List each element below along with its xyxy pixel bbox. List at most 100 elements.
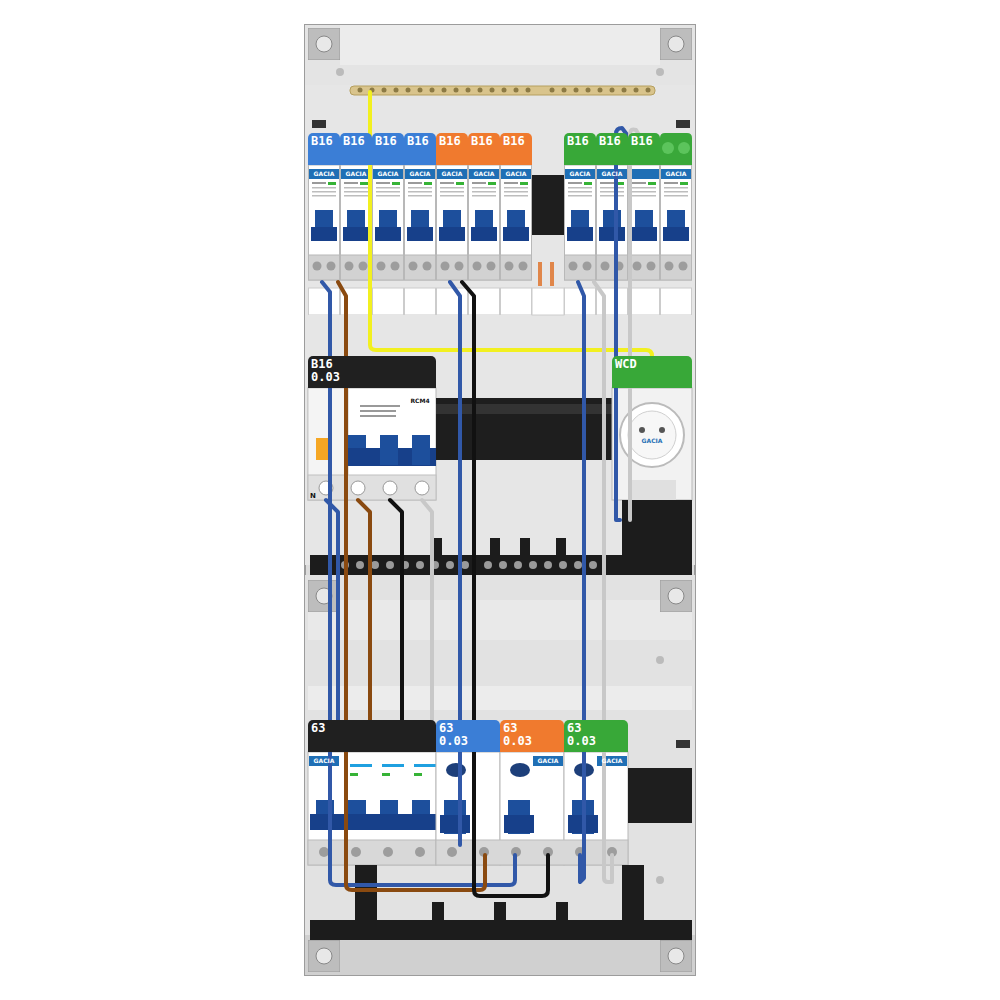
rcbo-module [308, 475, 436, 500]
rcbo-module [308, 388, 436, 500]
breaker-rating-tab: B16 [468, 133, 500, 165]
rcbo-module [360, 405, 400, 407]
enclosure [305, 85, 695, 565]
enclosure [656, 656, 664, 664]
busbar [514, 88, 519, 93]
rcbo-module [308, 388, 436, 500]
brand-name: GACIA [314, 171, 335, 177]
neutral-bar [386, 561, 394, 569]
neutral-bar [341, 561, 597, 569]
bottom-modules [415, 847, 425, 857]
enclosure [305, 575, 695, 975]
brand-name: GACIA [506, 171, 527, 177]
top-breakers [629, 165, 660, 315]
wires [594, 282, 612, 882]
enclosure [305, 25, 695, 85]
breaker-rating-tab: B16 [436, 133, 468, 165]
bottom-modules [319, 847, 329, 857]
breaker-rating-tab: B16 [628, 133, 660, 165]
bottom-modules [350, 764, 372, 767]
rating-text: B16 [311, 358, 433, 371]
brand-name: GACIA [538, 758, 559, 764]
wires [326, 500, 338, 730]
bottom-modules [383, 847, 393, 857]
enclosure [305, 25, 695, 975]
bottom-cover [308, 686, 692, 710]
rating-text: 63 [311, 722, 433, 735]
top-breakers [678, 142, 690, 154]
rating-text: 63 [503, 722, 561, 735]
busbar [562, 88, 567, 93]
model-name: RCM4 [410, 398, 429, 404]
enclosure [660, 28, 692, 60]
enclosure [308, 940, 340, 972]
busbar [382, 88, 387, 93]
rating-text: 63 [567, 722, 625, 735]
brand-name: GACIA [642, 438, 663, 444]
rating-text: B16 [631, 135, 657, 148]
busbar [358, 88, 651, 93]
neutral-bar [499, 561, 507, 569]
rating-text: B16 [311, 135, 337, 148]
wires [462, 282, 548, 896]
neutral-bar [484, 561, 492, 569]
busbar [502, 88, 507, 93]
earth-bar [355, 865, 377, 925]
bottom-modules [533, 756, 563, 766]
rcbo-module [380, 435, 398, 465]
bottom-modules [510, 763, 530, 777]
enclosure [676, 740, 690, 748]
rcbo-module [415, 481, 429, 495]
bottom-modules [414, 764, 436, 767]
busbar [350, 86, 655, 95]
bottom-modules [308, 840, 436, 865]
neutral-bar [490, 538, 500, 558]
neutral-bar [514, 561, 522, 569]
wires [450, 282, 460, 845]
top-breakers [662, 142, 674, 154]
top-breakers [538, 262, 542, 286]
sensitivity-text: 0.03 [311, 371, 433, 384]
neutral-bar [446, 561, 454, 569]
wires [616, 128, 628, 520]
terminal-mark: N [310, 493, 316, 500]
busbar [466, 88, 471, 93]
bottom-modules [414, 773, 422, 776]
bottom-cover [308, 686, 692, 710]
brand-name: GACIA [346, 171, 367, 177]
rcbo-rating-tab: B160.03 [308, 356, 436, 388]
top-breakers [660, 133, 692, 165]
top-breakers [661, 165, 692, 315]
earth-bar [622, 865, 644, 925]
busbar [394, 88, 399, 93]
neutral-bar [589, 561, 597, 569]
brand-name: GACIA [602, 758, 623, 764]
wires [358, 500, 370, 730]
rcbo-module [360, 410, 396, 412]
socket-module [639, 427, 645, 433]
top-breakers [532, 175, 564, 235]
rating-text: B16 [503, 135, 529, 148]
neutral-bar [461, 561, 469, 569]
sensitivity-text: 0.03 [503, 735, 561, 748]
breaker-rating-tab: B16 [564, 133, 596, 165]
socket-tab: WCD [612, 356, 692, 388]
top-breakers [501, 165, 532, 315]
brand-name: GACIA [570, 171, 591, 177]
socket-module [659, 427, 665, 433]
busbar [442, 88, 447, 93]
enclosure [308, 580, 340, 612]
earth-bar [432, 902, 444, 922]
busbar [418, 88, 423, 93]
busbar [598, 88, 603, 93]
breaker-rating-tab: B16 [372, 133, 404, 165]
top-breakers [532, 288, 564, 315]
rcbo-module [351, 481, 365, 495]
neutral-bar [520, 538, 530, 558]
bottom-modules [351, 847, 361, 857]
bottom-modules [440, 815, 470, 833]
busbar [586, 88, 591, 93]
bottom-modules [382, 773, 390, 776]
bottom-modules [308, 752, 436, 865]
bottom-modules [447, 847, 457, 857]
